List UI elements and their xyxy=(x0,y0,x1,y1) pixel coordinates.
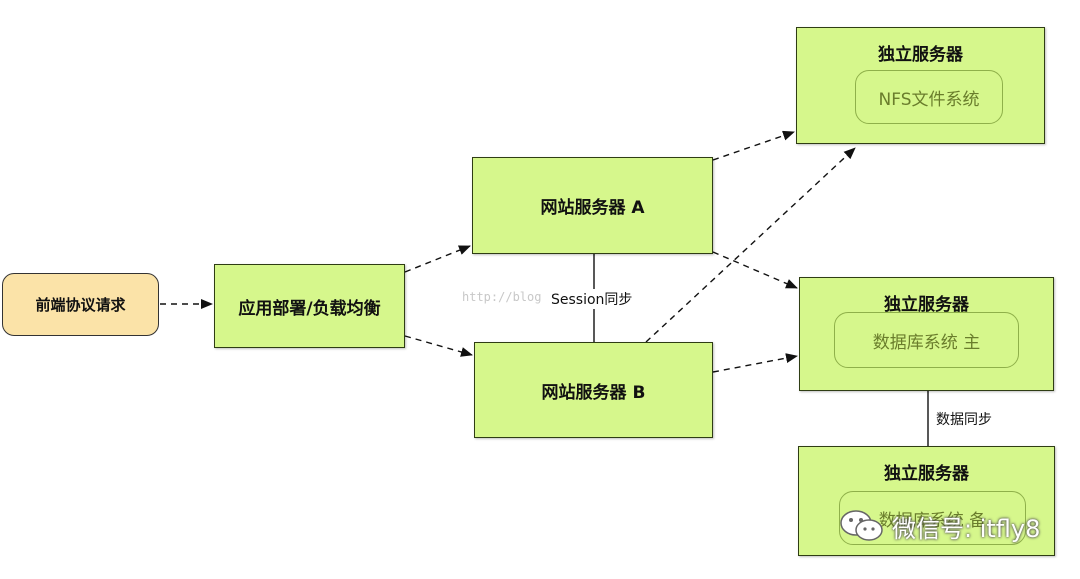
nfs-server-node: 独立服务器 NFS文件系统 xyxy=(796,27,1045,144)
data-sync-label: 数据同步 xyxy=(936,412,992,428)
nfs-filesystem-label: NFS文件系统 xyxy=(878,89,980,110)
db-slave-label: 数据库系统 备 xyxy=(878,510,987,531)
session-sync-label: Session同步 xyxy=(551,289,633,309)
db-master-server-node: 独立服务器 数据库系统 主 xyxy=(799,277,1054,391)
web-server-a-label: 网站服务器 A xyxy=(540,198,645,218)
edge-web-b-to-db-master xyxy=(712,353,798,373)
web-server-b-label: 网站服务器 B xyxy=(541,382,646,403)
edge-web-a-to-nfs xyxy=(712,130,795,161)
nfs-server-title: 独立服务器 xyxy=(878,45,963,65)
web-server-a-node: 网站服务器 A xyxy=(472,157,713,254)
edge-lb-to-web-a xyxy=(404,245,471,273)
edge-lb-to-web-b xyxy=(404,335,473,357)
nfs-filesystem-box: NFS文件系统 xyxy=(855,70,1003,124)
wechat-watermark: 微信号: itfly8 xyxy=(838,508,1040,544)
db-master-server-title: 独立服务器 xyxy=(884,295,969,315)
load-balancer-label: 应用部署/负载均衡 xyxy=(238,298,381,319)
db-slave-box: 数据库系统 备 xyxy=(839,491,1026,545)
wechat-icon xyxy=(840,510,883,541)
blog-url-watermark: http://blog xyxy=(462,290,542,304)
edge-web-a-to-db-master xyxy=(712,251,798,289)
load-balancer-node: 应用部署/负载均衡 xyxy=(214,264,405,348)
frontend-request-label: 前端协议请求 xyxy=(35,296,126,314)
db-slave-server-node: 独立服务器 数据库系统 备 xyxy=(798,446,1055,556)
db-slave-server-title: 独立服务器 xyxy=(884,464,969,484)
db-master-label: 数据库系统 主 xyxy=(872,332,981,353)
frontend-request-node: 前端协议请求 xyxy=(2,273,159,336)
wechat-id-text: 微信号: itfly8 xyxy=(892,514,1041,543)
web-server-b-node: 网站服务器 B xyxy=(474,342,713,438)
db-master-box: 数据库系统 主 xyxy=(834,312,1019,368)
edge-web-b-to-nfs xyxy=(645,147,856,343)
